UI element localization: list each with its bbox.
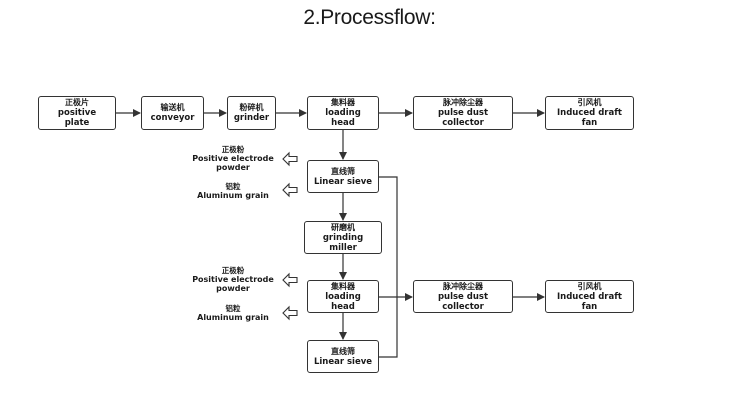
label-cn: 脉冲除尘器 [443,281,483,291]
box-positive-plate: 正极片 positive plate [38,96,116,130]
output-aluminum-grain-1: 铝粒 Aluminum grain [183,182,283,200]
hollow-arrow-icon [282,305,298,321]
box-grinder: 粉碎机 grinder [227,96,276,130]
label-cn: 直线筛 [331,166,355,176]
label-en: miller [329,242,357,253]
label-en: Aluminum grain [197,313,269,322]
label-en: pulse dust [437,108,489,118]
label-en: grinder [233,113,270,123]
label-en: collector [442,118,484,128]
line-sieve-1-return [379,176,398,297]
label-en: plate [64,118,90,128]
label-en: collector [442,301,484,312]
label-cn: 输送机 [160,103,185,112]
hollow-arrow-icon [282,182,298,198]
label-en: loading [325,291,361,302]
label-en: positive [57,108,97,118]
label-cn: 引风机 [577,281,602,291]
box-loading-head-2: 集料器 loading head [307,280,379,313]
output-aluminum-grain-2: 铝粒 Aluminum grain [183,304,283,322]
label-en: powder [216,284,250,293]
label-cn: 直线筛 [331,346,355,356]
label-en: Induced draft [557,291,622,302]
box-pulse-dust-collector-2: 脉冲除尘器 pulse dust collector [413,280,513,313]
label-en: loading [325,108,361,118]
box-pulse-dust-collector-1: 脉冲除尘器 pulse dust collector [413,96,513,130]
box-induced-draft-fan-1: 引风机 Induced draft fan [545,96,634,130]
label-en: Induced draft [557,108,622,118]
label-cn: 正极粉 [221,145,245,154]
label-cn: 引风机 [577,98,602,107]
label-cn: 集料器 [331,98,355,107]
label-en: Linear sieve [313,176,373,187]
label-en: Linear sieve [313,356,373,367]
label-cn: 集料器 [331,281,355,291]
label-en: Positive electrode [192,275,274,284]
label-cn: 粉碎机 [239,103,264,112]
label-cn: 铝粒 [225,182,241,191]
line-sieve-2-return [379,297,398,358]
output-positive-electrode-powder-1: 正极粉 Positive electrode powder [183,145,283,172]
box-loading-head-1: 集料器 loading head [307,96,379,130]
label-cn: 正极片 [65,98,89,107]
output-positive-electrode-powder-2: 正极粉 Positive electrode powder [183,266,283,293]
label-cn: 研磨机 [331,222,355,232]
box-linear-sieve-1: 直线筛 Linear sieve [307,160,379,193]
box-linear-sieve-2: 直线筛 Linear sieve [307,340,379,373]
hollow-arrow-icon [282,151,298,167]
label-en: Positive electrode [192,154,274,163]
label-en: Aluminum grain [197,191,269,200]
page-title: 2.Processflow: [303,6,436,29]
label-cn: 脉冲除尘器 [443,98,483,107]
box-grinding-miller: 研磨机 grinding miller [304,221,382,254]
label-en: fan [581,301,598,312]
label-en: head [331,301,355,312]
label-en: grinding [322,232,364,243]
label-en: conveyor [150,113,195,123]
label-en: pulse dust [437,291,489,302]
label-cn: 铝粒 [225,304,241,313]
label-en: fan [581,118,598,128]
box-conveyor: 输送机 conveyor [141,96,204,130]
label-en: powder [216,163,250,172]
label-cn: 正极粉 [221,266,245,275]
hollow-arrow-icon [282,272,298,288]
box-induced-draft-fan-2: 引风机 Induced draft fan [545,280,634,313]
label-en: head [331,118,355,128]
